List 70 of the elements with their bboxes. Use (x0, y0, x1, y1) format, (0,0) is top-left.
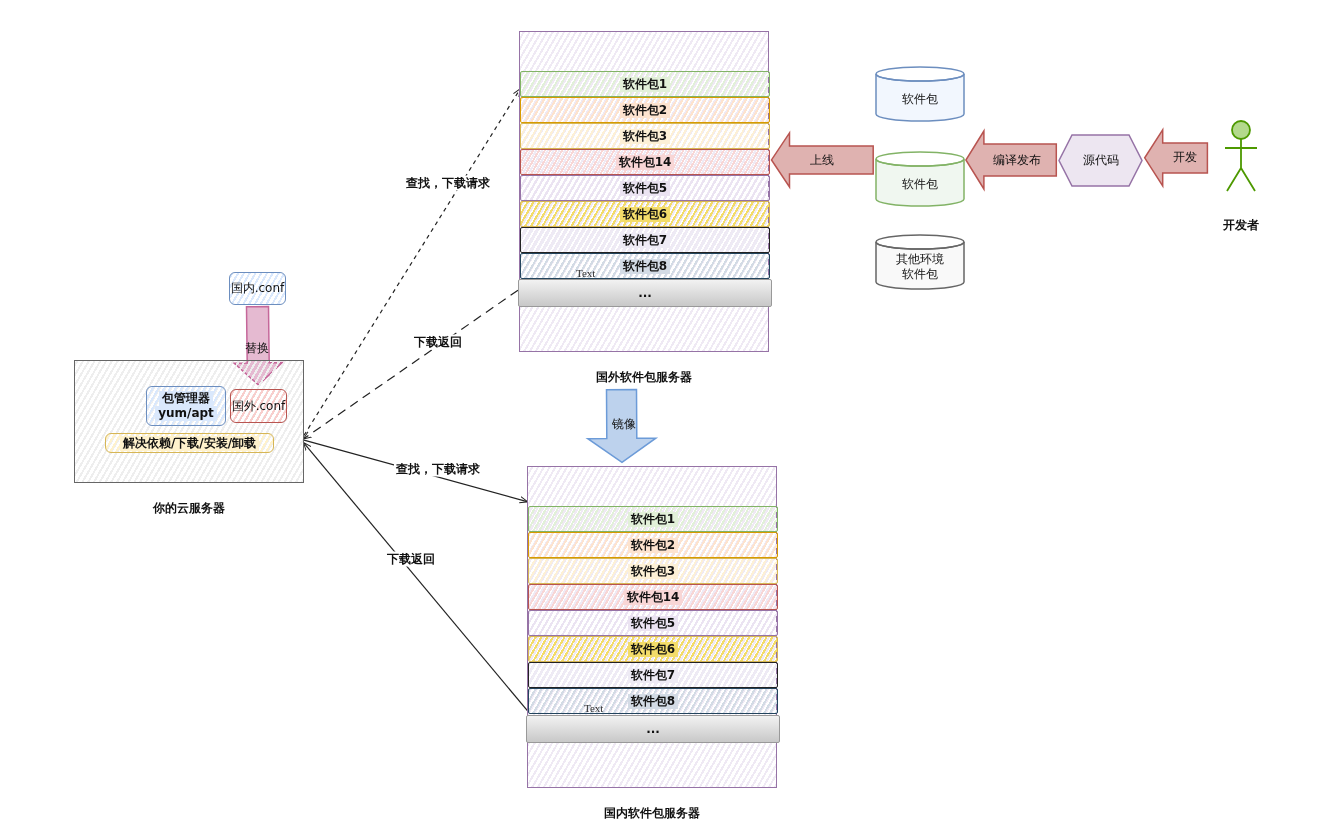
edge-label: 下载返回 (412, 334, 464, 350)
block-arrow (965, 128, 1058, 192)
config-box (229, 272, 286, 305)
box-label: 软件包14 (623, 589, 683, 605)
package-bar (520, 149, 770, 175)
box-label: yum/apt (155, 406, 217, 421)
package-bar (520, 175, 770, 201)
edge-label: 替换 (244, 340, 270, 356)
package-bar (520, 201, 770, 227)
package-bar (528, 584, 778, 610)
edge-label: 开发 (1172, 149, 1198, 165)
box-label: 软件包3 (627, 563, 679, 579)
box-title: 国外软件包服务器 (595, 370, 693, 385)
package-bar (520, 253, 770, 279)
package-bar (528, 688, 778, 714)
package-bar (528, 610, 778, 636)
box-label: 软件包7 (619, 232, 671, 248)
edge-label: 查找，下载请求 (394, 461, 482, 477)
box-label: 软件包8 (619, 258, 671, 274)
block-arrow (770, 130, 874, 190)
config-box (230, 389, 287, 423)
package-bar (520, 71, 770, 97)
box-label: Text (584, 701, 604, 716)
edge-label: 下载返回 (385, 551, 437, 567)
package-bar (528, 558, 778, 584)
ellipsis-bar (518, 279, 772, 307)
box-label: 包管理器 (159, 391, 213, 406)
box-label: 软件包5 (619, 180, 671, 196)
ellipsis-bar (526, 715, 780, 743)
function-bar (105, 433, 274, 453)
box-label: ... (645, 721, 661, 737)
box-label: 软件包6 (619, 206, 671, 222)
box-label: 软件包7 (627, 667, 679, 683)
edge-label: 编译发布 (992, 152, 1042, 168)
package-bar (520, 97, 770, 123)
box-label: 软件包6 (627, 641, 679, 657)
box-label: 软件包2 (627, 537, 679, 553)
arrow (302, 289, 519, 440)
box-label: 软件包5 (627, 615, 679, 631)
edge-label: 上线 (809, 152, 835, 168)
box-label: 软件包1 (619, 76, 671, 92)
box-label: Text (576, 266, 596, 281)
box-title: 国内软件包服务器 (603, 806, 701, 821)
box-label: 软件包2 (619, 102, 671, 118)
box-label: 国外.conf (231, 398, 286, 414)
box-label: 软件包3 (619, 128, 671, 144)
package-bar (528, 636, 778, 662)
manager-box (146, 386, 226, 426)
block-arrow (1143, 127, 1209, 189)
block-arrow (585, 388, 659, 464)
package-bar (528, 662, 778, 688)
box-label: 软件包 (902, 91, 938, 107)
box-title: 你的云服务器 (151, 501, 226, 516)
box-label: ... (637, 285, 653, 301)
edge-label: 镜像 (611, 416, 637, 432)
box-label: 国内.conf (230, 281, 285, 296)
edge-label: 查找，下载请求 (404, 175, 492, 191)
arrow (303, 442, 529, 712)
box-label: 其他环境软件包 (895, 252, 945, 282)
box-label: 软件包 (902, 176, 938, 192)
package-bar (520, 123, 770, 149)
box-label: 软件包1 (627, 511, 679, 527)
package-bar (528, 532, 778, 558)
box-label: 源代码 (1082, 153, 1119, 168)
box-title: 开发者 (1222, 218, 1260, 233)
box-label: 软件包14 (615, 154, 675, 170)
box-label: 软件包8 (627, 693, 679, 709)
package-bar (528, 506, 778, 532)
package-bar (520, 227, 770, 253)
box-label: 解决依赖/下载/安装/卸载 (119, 435, 260, 451)
